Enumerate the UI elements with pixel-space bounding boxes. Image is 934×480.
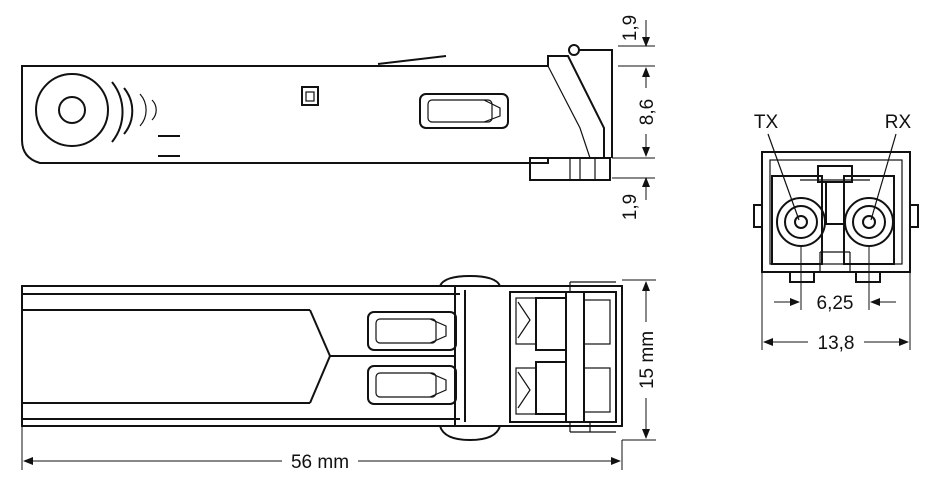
- dim-side-height: 8,6: [637, 99, 658, 125]
- dim-side-top-gap: 1,9: [620, 15, 641, 41]
- dim-total-length: 56 mm: [291, 452, 349, 473]
- front-view: TX RX: [753, 112, 919, 283]
- dim-front-width: 13,8: [818, 333, 855, 354]
- dim-top-height: 15 mm: [637, 331, 658, 389]
- port-label-tx: TX: [754, 112, 779, 133]
- front-dimensions: 6,25 13,8: [761, 246, 911, 354]
- dim-side-bottom-gap: 1,9: [620, 194, 641, 220]
- dim-fiber-pitch: 6,25: [817, 293, 854, 314]
- side-dimensions: 1,9 8,6 1,9: [612, 15, 658, 220]
- top-view: [21, 274, 623, 442]
- side-view: [21, 44, 613, 181]
- port-label-rx: RX: [885, 112, 912, 133]
- top-dimensions: 15 mm 56 mm: [21, 279, 658, 473]
